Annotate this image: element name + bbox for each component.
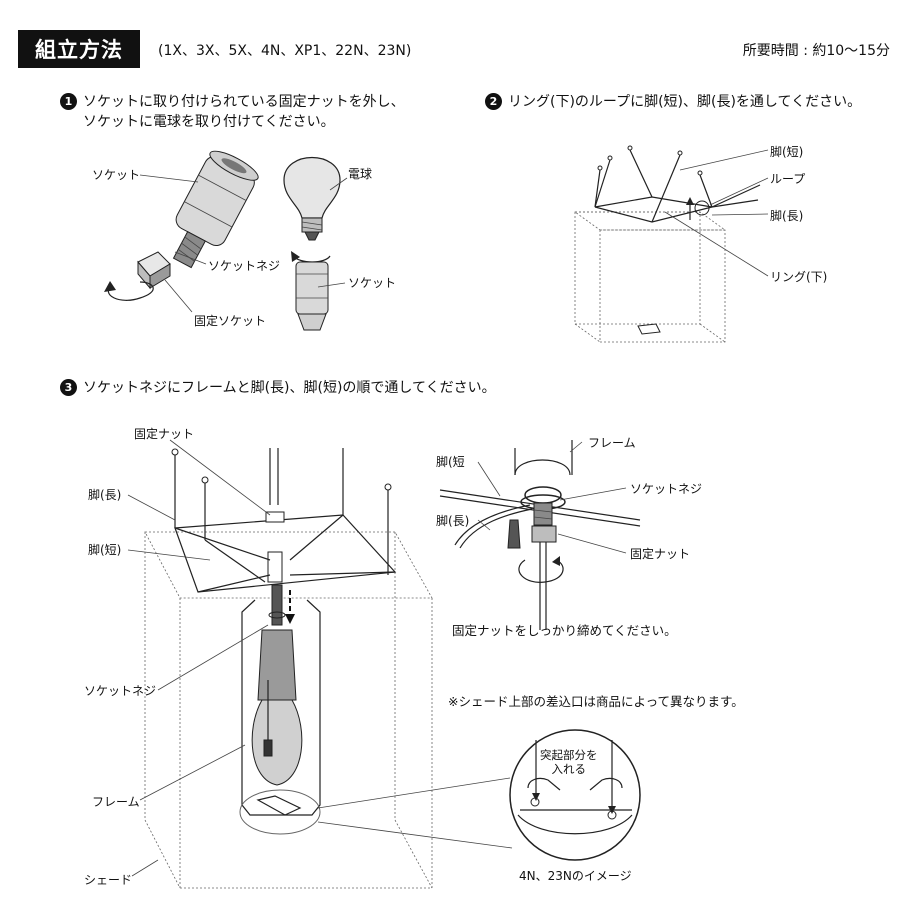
label-socket-screw-detail: ソケットネジ xyxy=(630,482,703,496)
ring-and-legs-step2 xyxy=(594,145,761,223)
step-1-line-2: ソケットに電球を取り付けてください。 xyxy=(83,114,335,130)
step-2-line-1: リング(下)のループに脚(短)、脚(長)を通してください。 xyxy=(508,94,862,110)
shade-opening-note: ※シェード上部の差込口は商品によって異なります。 xyxy=(448,694,744,709)
zoom-detail-circle xyxy=(509,729,641,861)
step-3-number: 3 xyxy=(60,379,77,396)
step-1-number: 1 xyxy=(60,93,77,110)
shade-box-step2 xyxy=(573,211,727,343)
step-2-number: 2 xyxy=(485,93,502,110)
label-leg-short-2: 脚(短) xyxy=(770,145,804,159)
label-socket-b: ソケット xyxy=(348,276,397,290)
label-fixed-nut-detail: 固定ナット xyxy=(630,547,691,561)
socket-with-screw-illustration xyxy=(104,150,259,301)
label-shade: シェード xyxy=(84,873,133,887)
label-socket-a: ソケット xyxy=(92,168,141,182)
assembly-time: 所要時間 : 約10〜15分 xyxy=(742,43,890,59)
step-3-line-1: ソケットネジにフレームと脚(長)、脚(短)の順で通してください。 xyxy=(83,380,496,396)
detail-illustration xyxy=(439,440,641,630)
label-leg-long-2: 脚(長) xyxy=(770,209,804,223)
step-3-instruction: 3 ソケットネジにフレームと脚(長)、脚(短)の順で通してください。 xyxy=(60,378,496,398)
label-socket-screw-1: ソケットネジ xyxy=(208,259,281,273)
label-leg-short-3: 脚(短) xyxy=(88,543,122,557)
label-frame-3: フレーム xyxy=(92,795,140,809)
model-list: (1X、3X、5X、4N、XP1、22N、23N) xyxy=(158,43,412,59)
label-leg-long-detail: 脚(長) xyxy=(436,514,470,528)
fixed-socket-part xyxy=(137,251,171,290)
label-frame-detail: フレーム xyxy=(588,436,636,450)
label-fixed-socket: 固定ソケット xyxy=(194,314,267,328)
rotate-arrow-icon xyxy=(107,281,154,301)
label-leg-short-detail: 脚(短 xyxy=(436,455,465,469)
label-socket-screw-3: ソケットネジ xyxy=(84,684,157,698)
label-loop: ループ xyxy=(770,172,806,186)
zoom-caption: 4N、23Nのイメージ xyxy=(519,869,632,883)
step-1-instruction: 1 ソケットに取り付けられている固定ナットを外し、 ソケットに電球を取り付けてくだ… xyxy=(60,92,405,132)
label-ring-lower: リング(下) xyxy=(770,270,828,284)
label-fixed-nut-3: 固定ナット xyxy=(134,427,195,441)
step-1-line-1: ソケットに取り付けられている固定ナットを外し、 xyxy=(83,94,405,110)
legs-and-ring-step3 xyxy=(171,448,397,593)
tighten-note: 固定ナットをしっかり締めてください。 xyxy=(452,623,677,638)
zoom-instruction-line-2: 入れる xyxy=(551,762,587,776)
label-bulb: 電球 xyxy=(348,167,373,181)
bulb-illustration xyxy=(283,157,341,263)
socket-lower-illustration xyxy=(295,261,329,331)
label-leg-long-3: 脚(長) xyxy=(88,488,122,502)
zoom-instruction: 突起部分を 入れる xyxy=(540,748,598,776)
frame-and-bulb-step3 xyxy=(239,584,321,835)
shade-box-step3 xyxy=(144,531,433,889)
step-2-instruction: 2 リング(下)のループに脚(短)、脚(長)を通してください。 xyxy=(485,92,861,112)
zoom-instruction-line-1: 突起部分を xyxy=(540,748,598,762)
page-title: 組立方法 xyxy=(18,30,140,68)
